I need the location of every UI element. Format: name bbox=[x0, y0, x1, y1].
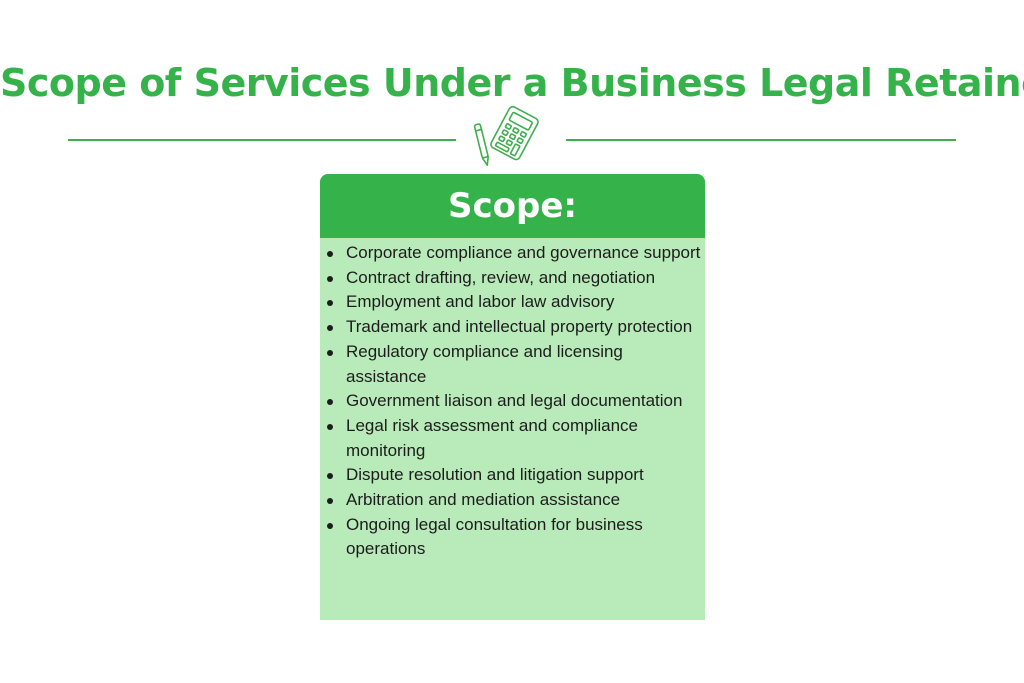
list-item: Corporate compliance and governance supp… bbox=[320, 241, 705, 266]
scope-list: Corporate compliance and governance supp… bbox=[320, 238, 705, 562]
list-item-text: Ongoing legal consultation for business … bbox=[346, 514, 643, 559]
divider-left bbox=[68, 139, 456, 141]
bullet-icon bbox=[327, 423, 333, 430]
page-title: Scope of Services Under a Business Legal… bbox=[0, 61, 1024, 105]
list-item-text: Employment and labor law advisory bbox=[346, 292, 615, 312]
scope-card: Scope: Corporate compliance and governan… bbox=[320, 174, 705, 620]
list-item: Contract drafting, review, and negotiati… bbox=[320, 266, 705, 291]
calculator-pen-icon bbox=[473, 105, 539, 166]
bullet-icon bbox=[327, 275, 333, 282]
list-item-text: Corporate compliance and governance supp… bbox=[346, 243, 701, 262]
list-item-text: Contract drafting, review, and negotiati… bbox=[346, 267, 656, 287]
list-item-text: Arbitration and mediation assistance bbox=[346, 490, 621, 510]
list-item-text: Government liaison and legal documentati… bbox=[346, 391, 683, 411]
bullet-icon bbox=[327, 399, 333, 406]
list-item: Dispute resolution and litigation suppor… bbox=[320, 463, 705, 488]
list-item-text: Legal risk assessment and compliance mon… bbox=[346, 415, 638, 460]
scope-card-title: Scope: bbox=[448, 186, 577, 226]
bullet-icon bbox=[327, 473, 333, 480]
divider-right bbox=[566, 139, 956, 141]
list-item: Government liaison and legal documentati… bbox=[320, 389, 705, 414]
list-item-text: Trademark and intellectual property prot… bbox=[346, 317, 693, 337]
list-item: Ongoing legal consultation for business … bbox=[320, 513, 705, 562]
list-item: Regulatory compliance and licensing assi… bbox=[320, 340, 705, 389]
list-item: Arbitration and mediation assistance bbox=[320, 488, 705, 513]
bullet-icon bbox=[327, 325, 333, 332]
list-item-text: Regulatory compliance and licensing assi… bbox=[346, 341, 623, 386]
bullet-icon bbox=[327, 349, 333, 356]
scope-card-header: Scope: bbox=[320, 174, 705, 238]
list-item: Employment and labor law advisory bbox=[320, 290, 705, 315]
list-item: Trademark and intellectual property prot… bbox=[320, 315, 705, 340]
bullet-icon bbox=[327, 300, 333, 307]
bullet-icon bbox=[327, 251, 333, 257]
bullet-icon bbox=[327, 498, 333, 505]
list-item-text: Dispute resolution and litigation suppor… bbox=[346, 465, 644, 485]
bullet-icon bbox=[327, 522, 333, 529]
list-item: Legal risk assessment and compliance mon… bbox=[320, 414, 705, 463]
